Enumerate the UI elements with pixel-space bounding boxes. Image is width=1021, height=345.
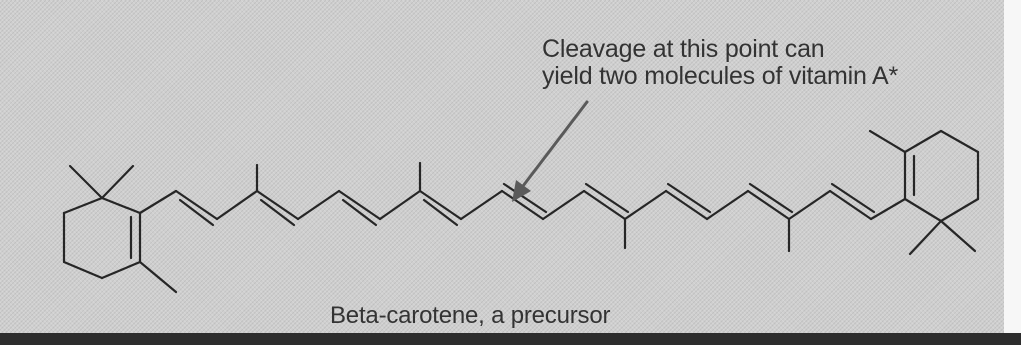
molecule-caption: Beta-carotene, a precursor bbox=[330, 302, 611, 329]
bottom-edge bbox=[0, 333, 1021, 345]
chain-bond bbox=[541, 189, 586, 221]
right-ring-bond bbox=[939, 129, 980, 154]
left-ring-bond bbox=[62, 260, 104, 280]
chain-bond bbox=[746, 189, 791, 221]
chain-double-bond bbox=[502, 182, 548, 214]
chain-bond bbox=[174, 189, 219, 221]
chain-bond bbox=[582, 189, 627, 221]
chain-double-bond bbox=[748, 182, 794, 214]
left-gem-methyl bbox=[100, 164, 135, 200]
chain-bond bbox=[418, 189, 463, 221]
chain-bond bbox=[787, 189, 832, 221]
right-gem-methyl bbox=[908, 219, 943, 256]
left-ring-bond bbox=[100, 260, 142, 280]
right-ring-bond bbox=[903, 129, 943, 154]
chain-bond bbox=[138, 189, 178, 215]
chain-bond bbox=[296, 189, 341, 221]
annotation-line-1: Cleavage at this point can bbox=[542, 35, 825, 63]
left-ring bbox=[62, 164, 178, 294]
chain-double-bond bbox=[666, 182, 712, 214]
left-ring-bond bbox=[100, 196, 142, 215]
annotation-line-2: yield two molecules of vitamin A* bbox=[542, 62, 899, 90]
left-ring-bond bbox=[62, 196, 104, 215]
left-ring-methyl bbox=[138, 260, 178, 294]
cleavage-arrow bbox=[512, 100, 589, 202]
chain-bond bbox=[459, 189, 504, 221]
chain-bond bbox=[378, 189, 422, 221]
chain-double-bond bbox=[341, 198, 378, 227]
chain-double-bond bbox=[422, 198, 459, 227]
cleavage-arrow-head bbox=[512, 180, 531, 202]
cleavage-annotation: Cleavage at this point can yield two mol… bbox=[542, 36, 898, 90]
polyene-chain bbox=[138, 161, 907, 253]
chain-bond bbox=[828, 189, 873, 221]
chain-double-bond bbox=[259, 198, 296, 227]
right-margin bbox=[1004, 0, 1021, 345]
chain-double-bond bbox=[830, 182, 876, 214]
chain-bond bbox=[705, 189, 750, 221]
chain-bond bbox=[215, 189, 259, 221]
left-gem-methyl bbox=[68, 164, 104, 200]
chain-double-bond bbox=[584, 182, 630, 214]
right-ring-bond bbox=[903, 197, 943, 223]
chain-bond bbox=[337, 189, 382, 221]
cleavage-arrow-shaft bbox=[521, 100, 589, 188]
chain-bond bbox=[869, 197, 907, 221]
right-ring-methyl bbox=[868, 129, 907, 154]
chain-bond bbox=[500, 189, 545, 221]
chain-double-bond bbox=[178, 198, 215, 227]
right-ring bbox=[868, 129, 980, 256]
chain-bond bbox=[664, 189, 709, 221]
right-ring-bond bbox=[939, 197, 980, 223]
right-gem-methyl bbox=[939, 219, 977, 253]
chain-bond bbox=[623, 189, 668, 221]
chain-bond bbox=[255, 189, 300, 221]
